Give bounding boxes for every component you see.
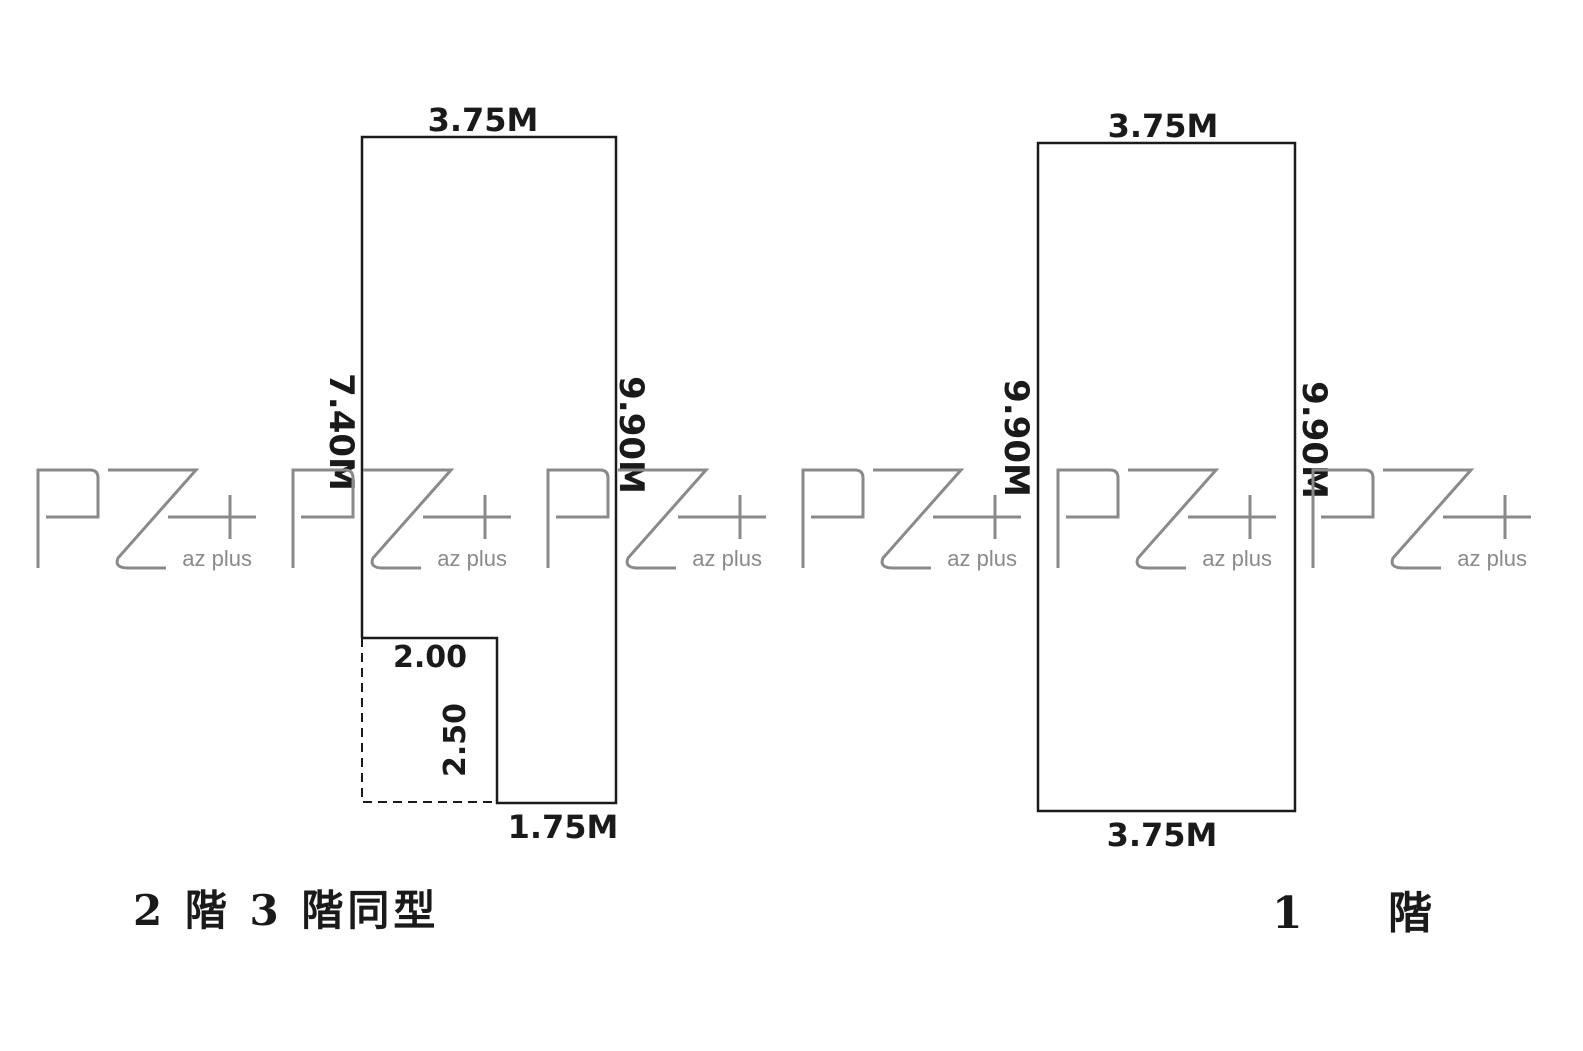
ground-bottom-width-label: 3.75M <box>1107 816 1218 854</box>
watermark-letter-z <box>1383 468 1475 570</box>
ground-left-height-label: 9.90M <box>996 379 1036 497</box>
ground-floor-outline <box>1036 141 1297 813</box>
upper-floor-plan: 3.75M 7.40M 9.90M 2.00 2.50 1.75M 2 階 3 … <box>133 101 651 935</box>
upper-notch-width-label: 2.00 <box>393 640 467 675</box>
ground-top-width-label: 3.75M <box>1108 107 1219 145</box>
ground-floor-plan: 3.75M 9.90M 9.90M 3.75M 1 階 <box>996 107 1432 939</box>
upper-right-height-label: 9.90M <box>611 376 651 494</box>
watermark-logo: az plus <box>291 468 511 571</box>
upper-top-width-label: 3.75M <box>428 101 539 139</box>
watermark-logo: az plus <box>546 468 766 571</box>
upper-left-height-label: 7.40M <box>321 373 361 491</box>
watermark-letter-z <box>108 468 200 570</box>
watermark-logo: az plus <box>36 468 256 571</box>
watermark-letter-a <box>36 468 100 568</box>
watermark-letter-a <box>291 468 355 568</box>
upper-bottom-width-label: 1.75M <box>508 808 619 846</box>
watermark-tagline: az plus <box>1202 546 1272 571</box>
watermark-tagline: az plus <box>692 546 762 571</box>
watermark-logo: az plus <box>1311 468 1531 571</box>
watermark-letter-a <box>1311 468 1375 568</box>
watermark-tagline: az plus <box>947 546 1017 571</box>
watermark-letter-z <box>1128 468 1220 570</box>
watermark-letter-a <box>1056 468 1120 568</box>
watermark-letter-z <box>363 468 455 570</box>
upper-floor-outline <box>360 135 618 805</box>
watermark-letter-z <box>618 468 710 570</box>
watermark-letter-a <box>801 468 865 568</box>
ground-floor-caption-floor: 階 <box>1388 888 1432 939</box>
watermark-tagline: az plus <box>1457 546 1527 571</box>
upper-notch-height-label: 2.50 <box>438 703 473 777</box>
watermark-logo: az plus <box>801 468 1021 571</box>
watermark-strip: az plus az plus az plus az plus az plus az pl… <box>36 468 1531 571</box>
watermark-logo: az plus <box>1056 468 1276 571</box>
watermark-tagline: az plus <box>437 546 507 571</box>
upper-floor-caption: 2 階 3 階同型 <box>133 886 439 935</box>
watermark-tagline: az plus <box>182 546 252 571</box>
watermark-letter-a <box>546 468 610 568</box>
ground-floor-caption-number: 1 <box>1272 888 1303 939</box>
watermark-letter-z <box>873 468 965 570</box>
